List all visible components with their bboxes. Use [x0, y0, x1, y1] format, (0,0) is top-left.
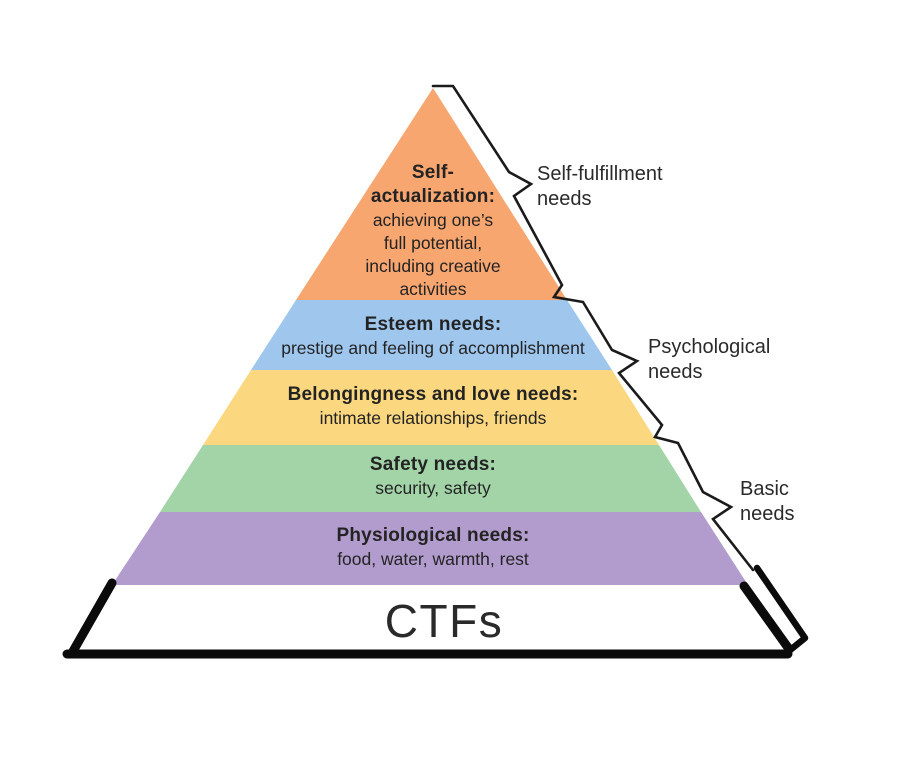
- band-belongingness: [203, 370, 659, 445]
- group-label-line: Psychological: [648, 336, 771, 358]
- level-title: Esteem needs:: [364, 314, 502, 335]
- group-label-line: Self-fulfillment: [537, 163, 663, 185]
- group-label-line: Basic: [740, 478, 789, 500]
- group-label-line: needs: [740, 503, 795, 525]
- band-safety: [160, 445, 701, 512]
- level-title: Physiological needs:: [336, 525, 530, 546]
- group-label-psychological: Psychological needs: [648, 335, 770, 385]
- level-desc-line: including creative: [365, 256, 501, 276]
- needs-group-brace: [431, 84, 755, 572]
- level-title: Safety needs:: [369, 454, 497, 475]
- band-esteem: [251, 300, 612, 370]
- level-text-ctfs: CTFs: [384, 595, 504, 647]
- level-title: Belongingness and love needs:: [287, 384, 579, 405]
- level-description: prestige and feeling of accomplishment: [281, 338, 585, 358]
- level-title-line: actualization:: [370, 186, 496, 207]
- group-label-line: needs: [537, 188, 592, 210]
- level-desc-line: achieving one’s: [372, 210, 494, 230]
- level-text-esteem: Esteem needs: prestige and feeling of ac…: [281, 313, 585, 360]
- level-text-safety: Safety needs: security, safety: [370, 453, 496, 500]
- ctfs-bracket-extension: [753, 564, 809, 655]
- ctfs-hand-drawn-border: [62, 578, 794, 659]
- level-description: security, safety: [375, 478, 491, 498]
- level-text-physiological: Physiological needs: food, water, warmth…: [337, 524, 530, 571]
- level-description: intimate relationships, friends: [319, 408, 547, 428]
- level-title-line: Self-: [411, 162, 455, 183]
- level-desc-line: activities: [399, 279, 467, 299]
- level-text-self-actualization: Self- actualization: achieving one’s ful…: [365, 161, 500, 301]
- group-label-line: needs: [648, 361, 703, 383]
- level-desc-line: full potential,: [383, 233, 483, 253]
- band-self-actualization: [296, 88, 567, 300]
- band-physiological: [112, 512, 748, 585]
- group-label-self-fulfillment: Self-fulfillment needs: [537, 162, 663, 212]
- group-label-basic: Basic needs: [740, 477, 795, 527]
- level-description: food, water, warmth, rest: [337, 549, 529, 569]
- level-text-belongingness: Belongingness and love needs: intimate r…: [288, 383, 579, 430]
